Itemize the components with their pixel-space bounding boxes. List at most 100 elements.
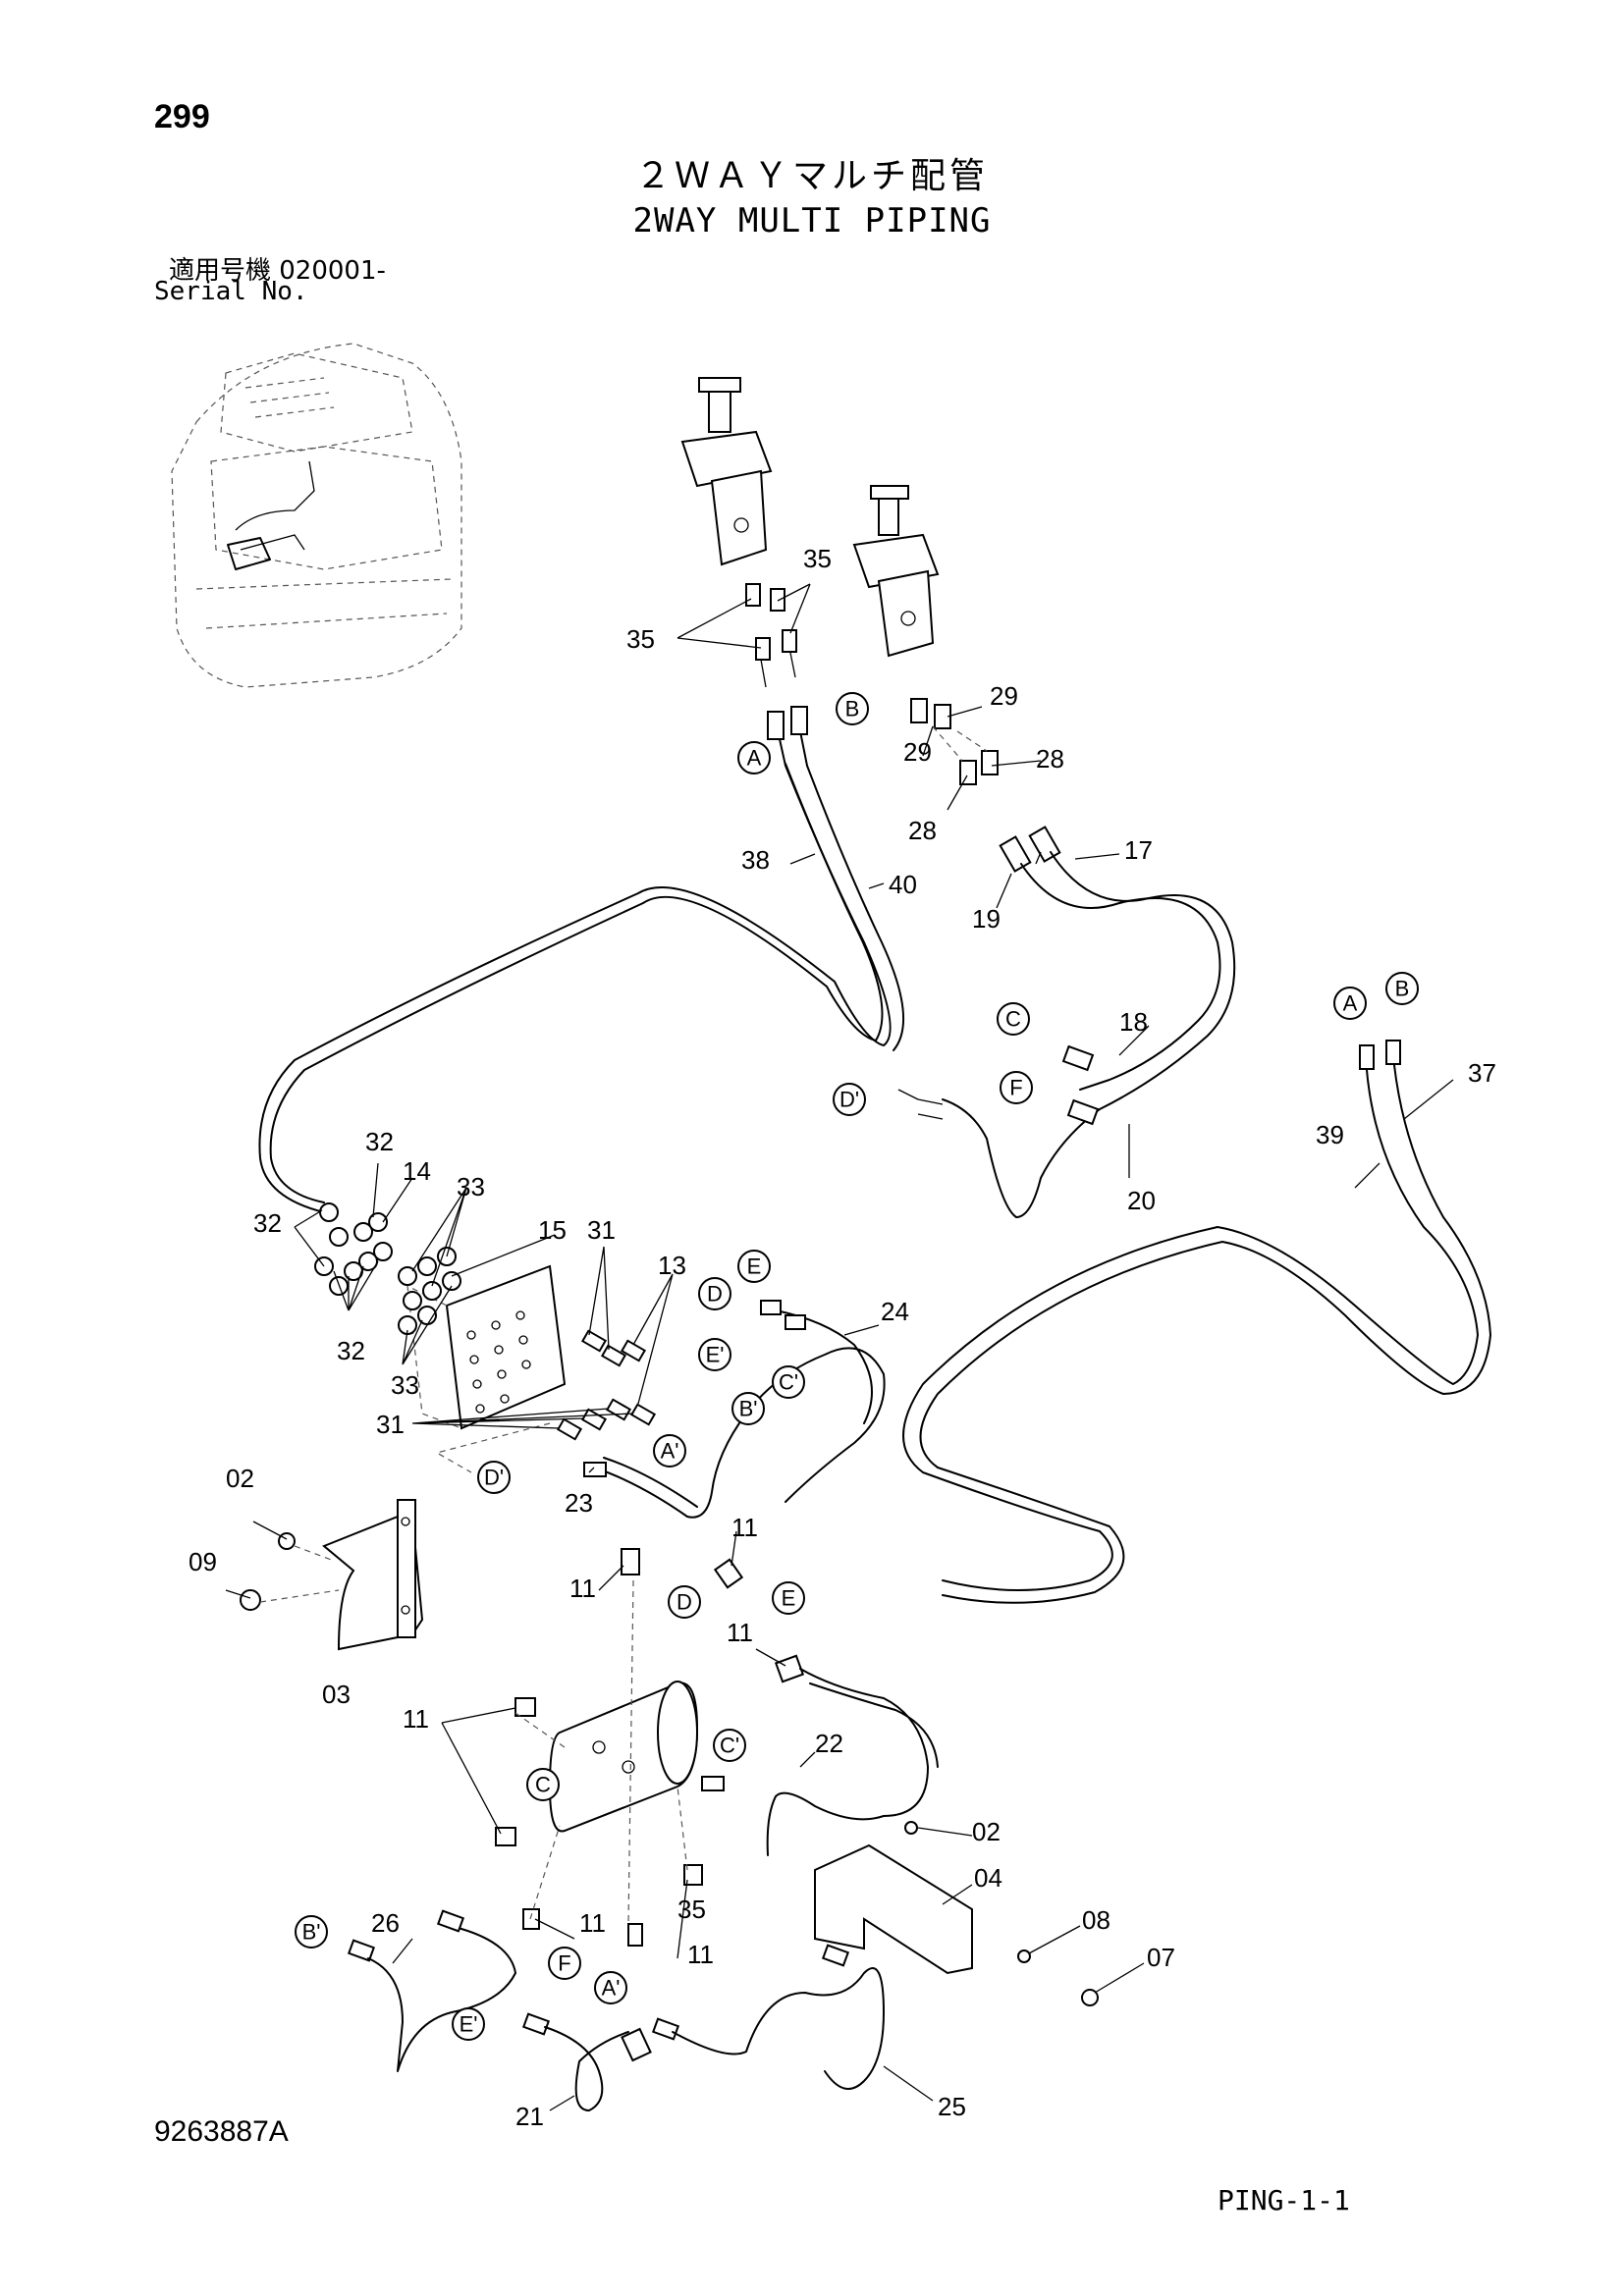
ref-marker: F	[1000, 1071, 1033, 1104]
ref-marker: C'	[713, 1729, 746, 1762]
callout-04: 04	[974, 1863, 1002, 1893]
callout-24: 24	[881, 1297, 909, 1326]
ref-marker: E'	[698, 1338, 731, 1371]
hoses-37-39	[902, 1040, 1491, 1604]
svg-text:F: F	[1009, 1076, 1022, 1100]
title-japanese: ２ＷＡＹマルチ配管	[634, 156, 989, 196]
manifold-block	[314, 1202, 567, 1430]
serial-applicable-label: 適用号機 020001-	[169, 256, 386, 286]
ref-marker: B	[1385, 972, 1419, 1005]
callout-11: 11	[731, 1513, 758, 1542]
svg-text:D: D	[707, 1282, 723, 1307]
ref-marker: E	[772, 1581, 805, 1615]
machine-overview	[171, 343, 462, 688]
ref-marker: E'	[452, 2007, 485, 2041]
ref-marker: A'	[594, 1971, 627, 2004]
callout-13: 13	[658, 1251, 686, 1280]
callout-02: 02	[226, 1464, 254, 1493]
reference-markers: A B C F D' A B E D E' C' B' A' D' D E C …	[295, 692, 1419, 2041]
callout-25: 25	[938, 2092, 966, 2121]
bracket-03	[240, 1499, 424, 1651]
callout-03: 03	[322, 1680, 351, 1709]
svg-text:D: D	[677, 1590, 692, 1615]
leader-lines	[225, 583, 1454, 2111]
fittings-28-29	[910, 698, 999, 785]
fittings-35	[745, 583, 797, 688]
ref-marker: B	[836, 692, 869, 725]
svg-text:E': E'	[460, 2012, 478, 2037]
callout-20: 20	[1127, 1186, 1156, 1215]
ref-marker: B'	[731, 1392, 765, 1425]
callout-39: 39	[1316, 1120, 1344, 1149]
callout-33: 33	[457, 1172, 485, 1201]
svg-text:B': B'	[302, 1920, 321, 1945]
callout-35: 35	[803, 544, 832, 573]
title-english: 2WAY MULTI PIPING	[632, 201, 992, 240]
svg-text:E: E	[782, 1586, 796, 1611]
hoses-38-40	[258, 706, 905, 1213]
svg-text:C': C'	[720, 1734, 739, 1758]
callout-32: 32	[337, 1336, 365, 1365]
ref-marker: D	[698, 1277, 731, 1310]
callout-15: 15	[538, 1215, 567, 1245]
svg-text:C': C'	[779, 1370, 798, 1395]
callout-38: 38	[741, 845, 770, 875]
ref-marker: A'	[653, 1434, 686, 1468]
callout-11: 11	[687, 1940, 714, 1969]
motor-upper-left	[680, 377, 773, 566]
ref-marker: A	[1333, 987, 1367, 1020]
callout-22: 22	[815, 1729, 843, 1758]
callout-26: 26	[371, 1908, 400, 1938]
callout-37: 37	[1468, 1058, 1496, 1088]
callout-31: 31	[587, 1215, 616, 1245]
serial-number-label: Serial No.	[154, 277, 308, 306]
document-code: 9263887A	[154, 2115, 289, 2148]
hoses-26-21-25	[347, 1909, 885, 2111]
svg-text:E: E	[747, 1255, 762, 1279]
callout-11: 11	[579, 1908, 606, 1938]
callout-31: 31	[376, 1410, 405, 1439]
callout-11: 11	[569, 1574, 596, 1603]
ref-marker: D'	[833, 1083, 866, 1116]
callout-08: 08	[1082, 1905, 1110, 1935]
ref-marker: D'	[477, 1461, 511, 1494]
hoses-17-19-18-20	[897, 826, 1236, 1218]
svg-text:D': D'	[484, 1466, 504, 1490]
svg-text:A: A	[747, 746, 762, 771]
ref-marker: C	[997, 1002, 1030, 1036]
callout-18: 18	[1119, 1007, 1148, 1037]
callout-28: 28	[908, 816, 937, 845]
svg-text:D': D'	[839, 1088, 859, 1112]
page-code: PING-1-1	[1218, 2184, 1350, 2216]
callout-labels: 35 35 35 29 29 28 28 17 19 38 40 18 20 3…	[189, 544, 1496, 2131]
ref-marker: B'	[295, 1915, 328, 1949]
svg-text:B: B	[1395, 977, 1410, 1001]
svg-text:F: F	[558, 1951, 570, 1976]
callout-07: 07	[1147, 1943, 1175, 1972]
ref-marker: D	[668, 1585, 701, 1619]
callout-11: 11	[727, 1618, 753, 1647]
callout-32: 32	[365, 1127, 394, 1156]
callout-35: 35	[626, 624, 655, 654]
ref-marker: E	[737, 1250, 771, 1283]
callout-19: 19	[972, 904, 1001, 934]
motor-upper-right	[852, 485, 940, 658]
svg-text:C: C	[535, 1773, 551, 1797]
ref-marker: C	[526, 1768, 560, 1801]
callout-02: 02	[972, 1817, 1001, 1846]
callout-40: 40	[889, 870, 917, 899]
callout-28: 28	[1036, 744, 1064, 774]
callout-29: 29	[990, 681, 1018, 711]
callout-09: 09	[189, 1547, 217, 1576]
svg-text:B: B	[845, 697, 860, 721]
page-number: 299	[154, 98, 210, 135]
callout-23: 23	[565, 1488, 593, 1518]
callout-29: 29	[903, 737, 932, 767]
svg-text:C: C	[1005, 1007, 1021, 1032]
ref-marker: F	[548, 1947, 581, 1980]
callout-35: 35	[677, 1895, 706, 1924]
callout-17: 17	[1124, 835, 1153, 865]
ref-marker: A	[737, 741, 771, 774]
ref-marker: C'	[772, 1365, 805, 1399]
